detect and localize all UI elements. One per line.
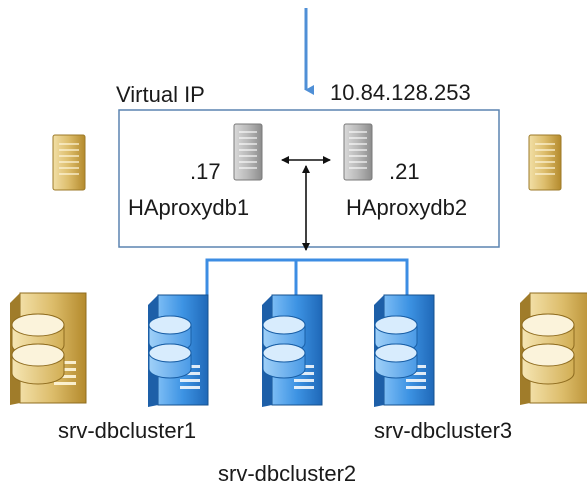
rack-server-icon <box>52 134 86 191</box>
database-server-icon <box>262 294 323 407</box>
rack-server-icon <box>528 134 562 191</box>
virtual-ip-address: 10.84.128.253 <box>330 80 471 105</box>
cluster1-name: srv-dbcluster1 <box>58 418 197 443</box>
virtual-ip-box <box>118 109 500 248</box>
cluster2-name: srv-dbcluster2 <box>218 461 357 486</box>
haproxy2-ip-suffix: .21 <box>389 159 420 184</box>
rack-server-icon <box>233 123 263 181</box>
virtual-ip-label: Virtual IP <box>116 82 205 107</box>
database-server-icon <box>520 292 587 405</box>
haproxy1-name: HAproxydb1 <box>128 195 250 220</box>
haproxy2-name: HAproxydb2 <box>346 195 468 220</box>
database-server-icon <box>374 294 435 407</box>
database-server-icon <box>10 292 87 405</box>
haproxy1-ip-suffix: .17 <box>190 159 221 184</box>
cluster3-name: srv-dbcluster3 <box>374 418 513 443</box>
rack-server-icon <box>343 123 373 181</box>
database-server-icon <box>148 294 209 407</box>
